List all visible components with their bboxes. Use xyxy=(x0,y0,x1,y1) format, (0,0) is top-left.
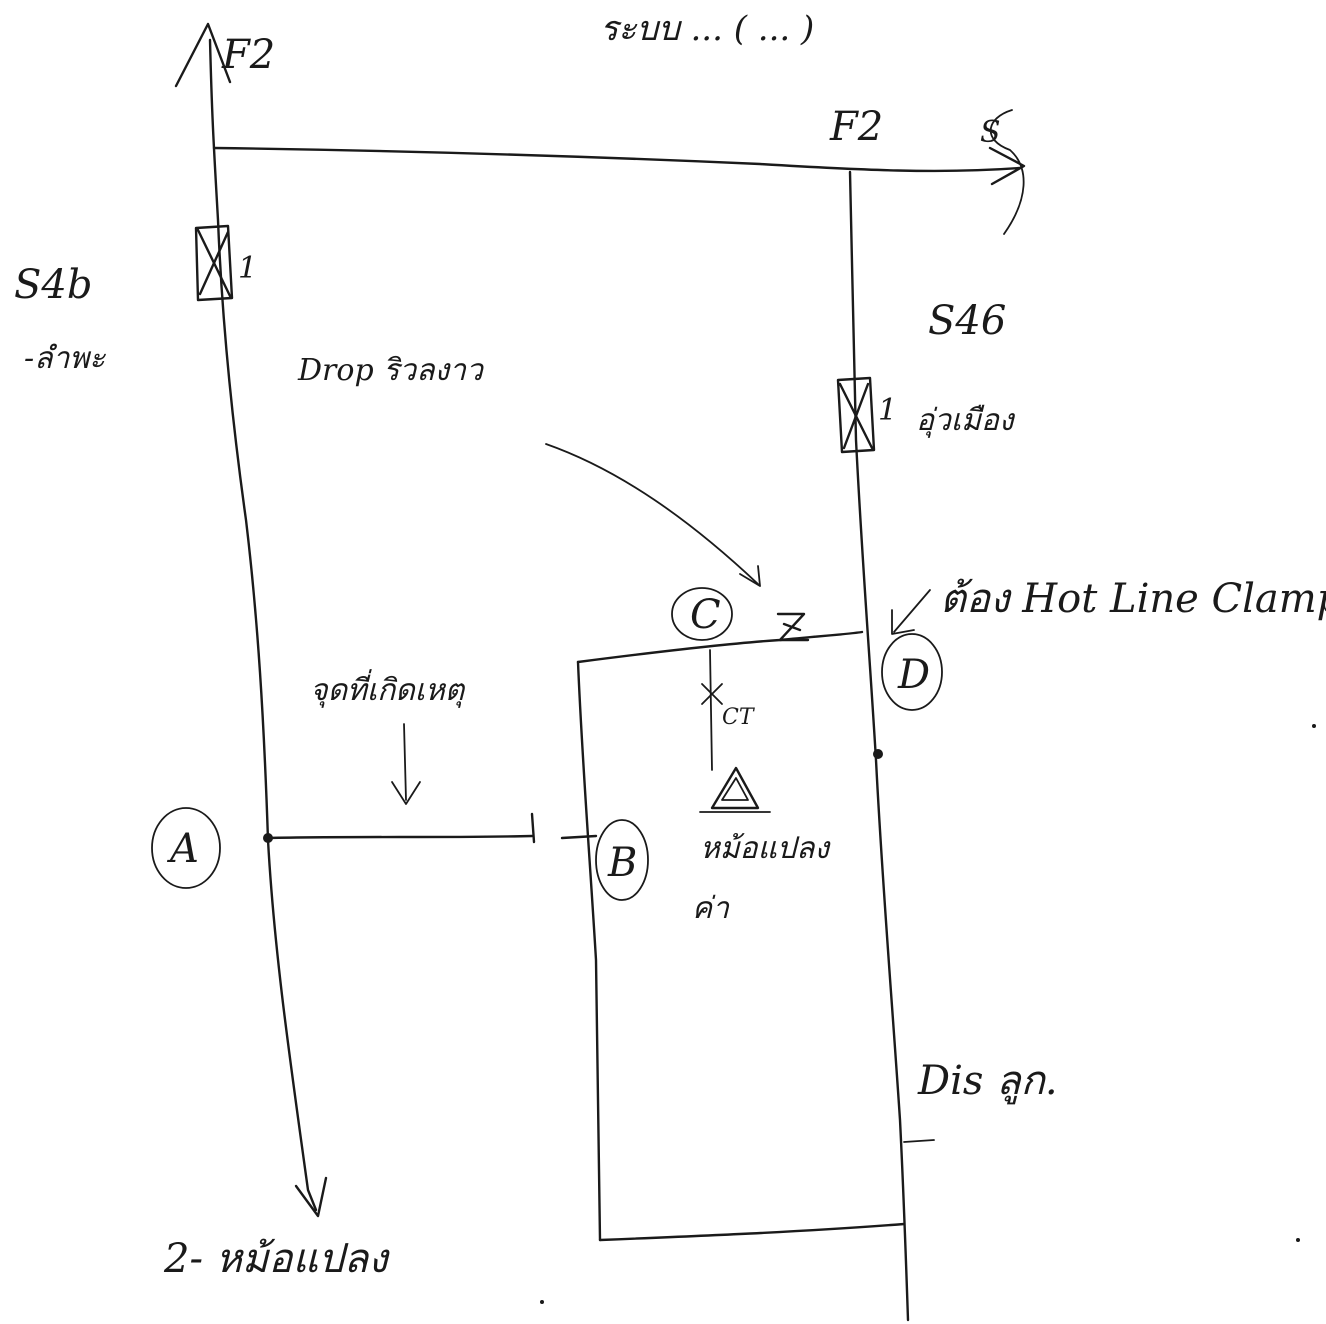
left-feeder-arrow-up xyxy=(174,22,232,88)
right-switch-name: อุ่วเมือง xyxy=(916,403,1016,438)
node-a: A xyxy=(151,807,221,889)
ct-drop-line xyxy=(709,649,713,771)
dis-label: Dis ลูก. xyxy=(917,1058,1058,1105)
top-bus-arrow xyxy=(988,146,1026,186)
transformer-sub-label: ค่า xyxy=(692,891,730,926)
right-feeder-junction xyxy=(873,749,883,759)
drop-label: Drop ริวลงาว xyxy=(297,353,485,388)
dis-bracket xyxy=(903,1139,935,1143)
branch-switch-symbol xyxy=(776,612,810,642)
svg-text:B: B xyxy=(607,840,637,886)
transformer-delta-icon xyxy=(699,766,771,813)
top-note: ระบบ ... ( ... ) xyxy=(600,9,814,49)
svg-text:A: A xyxy=(166,826,199,872)
hot-line-clamp-label: ต้อง Hot Line Clamp xyxy=(940,576,1326,622)
f2-left-label: F2 xyxy=(221,32,275,78)
left-switch-device-number: 1 xyxy=(238,251,257,286)
left-feeder-line xyxy=(208,38,318,1212)
transformer-label: หม้อแปลง xyxy=(700,831,831,866)
node-d: D xyxy=(881,633,943,711)
s-right-label: S xyxy=(980,115,1001,150)
speck xyxy=(1312,724,1316,728)
fault-line-end-tick xyxy=(530,812,536,844)
fault-point-arrow xyxy=(403,723,407,801)
transformer-bay-left xyxy=(576,660,602,1242)
top-right-curl xyxy=(989,109,1025,235)
drop-arrow-head xyxy=(739,565,761,587)
node-c: C xyxy=(671,587,733,641)
node-b: B xyxy=(595,819,649,901)
drop-arrow xyxy=(545,443,759,585)
speck xyxy=(1296,1238,1300,1242)
speck xyxy=(540,1300,544,1304)
left-switch-symbol xyxy=(194,224,234,302)
fault-gap-line xyxy=(560,834,598,840)
ct-symbol xyxy=(701,683,723,705)
fault-line xyxy=(266,834,534,840)
left-switch-code: S4b xyxy=(14,262,92,308)
ct-label: CT xyxy=(722,705,756,730)
left-switch-name: -ลำพะ xyxy=(24,341,106,376)
node-a-junction xyxy=(263,833,273,843)
left-feeder-arrow-down xyxy=(294,1176,328,1218)
fault-point-label: จุดที่เกิดเหตุ xyxy=(310,669,466,708)
hot-line-clamp-arrow-head xyxy=(891,609,915,635)
right-switch-code: S46 xyxy=(928,298,1006,344)
svg-text:D: D xyxy=(897,652,930,698)
branch-tap-line xyxy=(576,630,864,664)
f2-top-label: F2 xyxy=(829,104,883,150)
bottom-label: 2- หม้อแปลง xyxy=(163,1236,390,1282)
right-switch-device-number: 1 xyxy=(878,393,897,428)
top-bus-line xyxy=(212,146,1022,173)
fault-point-arrow-head xyxy=(391,781,421,805)
right-switch-symbol xyxy=(836,376,876,454)
transformer-bay-bottom xyxy=(598,1222,906,1242)
svg-text:C: C xyxy=(690,592,721,638)
hot-line-clamp-arrow xyxy=(893,589,931,633)
right-feeder-line xyxy=(848,170,910,1322)
